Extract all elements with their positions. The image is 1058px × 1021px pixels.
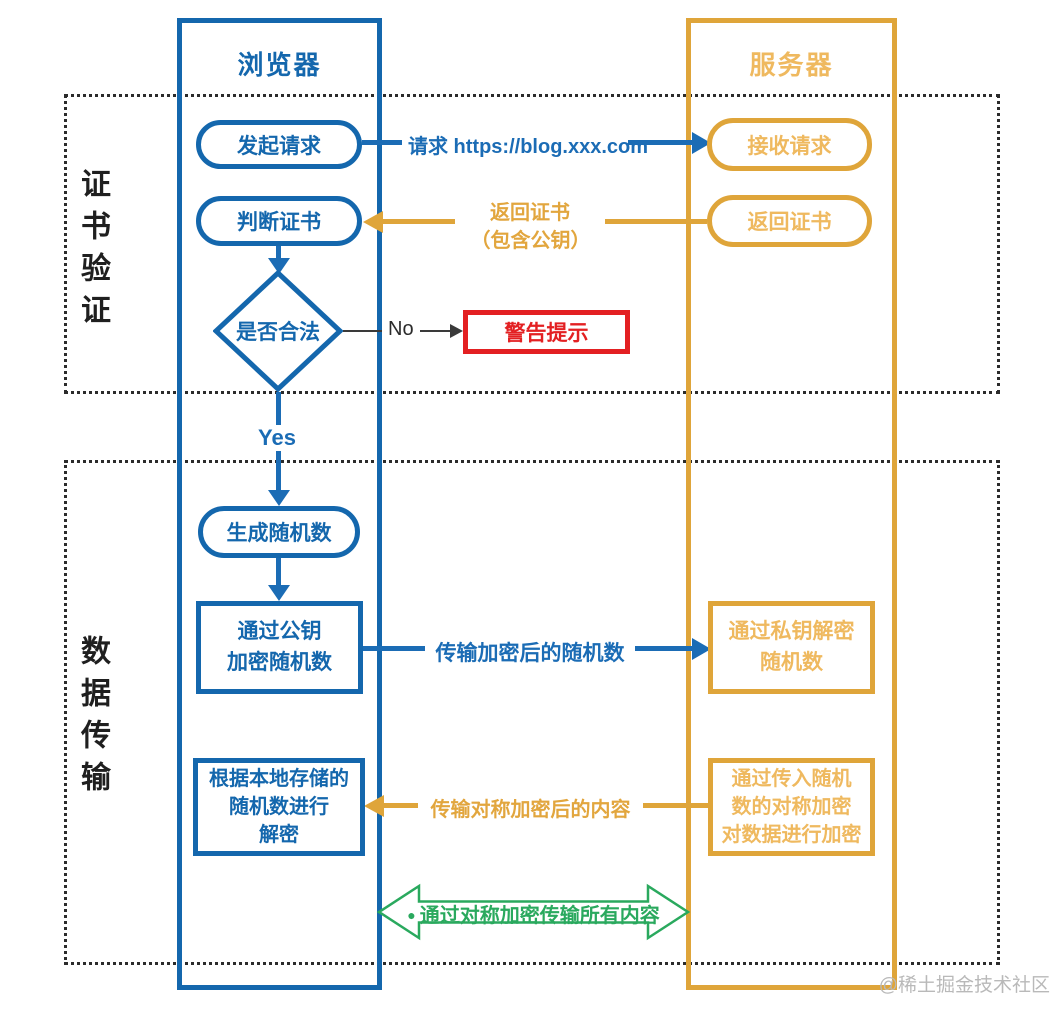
arrowhead-down-icon bbox=[268, 490, 290, 506]
edge-label-symmetric-all: ●通过对称加密传输所有内容 bbox=[376, 899, 691, 928]
edge-label-no: No bbox=[382, 318, 420, 341]
node-warning: 警告提示 bbox=[463, 310, 630, 354]
lane-server: 服务器 bbox=[686, 18, 897, 990]
lane-title-browser: 浏览器 bbox=[237, 50, 322, 80]
edge-label-transmit-symmetric-content: 传输对称加密后的内容 bbox=[418, 793, 643, 822]
edge-label-return-cert-paren: （包含公钥） bbox=[470, 230, 591, 252]
lane-title-server: 服务器 bbox=[749, 50, 834, 80]
watermark: @稀土掘金技术社区 bbox=[878, 975, 1050, 996]
node-is-valid-decision: 是否合法 bbox=[213, 270, 343, 392]
node-generate-random: 生成随机数 bbox=[198, 506, 360, 558]
edge-label-yes: Yes bbox=[252, 425, 302, 451]
arrowhead-left-icon bbox=[364, 795, 384, 817]
phase-label-cert-verification: 证书验证 bbox=[76, 168, 109, 336]
arrowhead-right-icon bbox=[692, 638, 711, 660]
node-judge-cert: 判断证书 bbox=[196, 196, 362, 246]
lane-browser: 浏览器 bbox=[177, 18, 382, 990]
node-return-cert: 返回证书 bbox=[707, 195, 872, 247]
node-encrypt-with-pubkey: 通过公钥 加密随机数 bbox=[196, 601, 363, 694]
arrow-to-diamond-line bbox=[276, 246, 281, 259]
edge-label-request-url: 请求 https://blog.xxx.com bbox=[402, 130, 648, 159]
node-sym-encrypt-data: 通过传入随机 数的对称加密 对数据进行加密 bbox=[708, 758, 875, 856]
arrowhead-down-icon bbox=[268, 258, 290, 274]
arrowhead-left-icon bbox=[363, 211, 383, 233]
arrow-gen-to-encrypt-line bbox=[276, 558, 281, 586]
arrowhead-down-icon bbox=[268, 585, 290, 601]
double-arrow-symmetric-icon bbox=[376, 883, 691, 941]
phase-box-cert-verification bbox=[64, 94, 1000, 394]
phase-label-data-transfer: 数据传输 bbox=[76, 635, 109, 803]
node-initiate-request: 发起请求 bbox=[196, 120, 362, 169]
node-decrypt-with-privkey: 通过私钥解密 随机数 bbox=[708, 601, 875, 694]
node-decrypt-local: 根据本地存储的 随机数进行 解密 bbox=[193, 758, 365, 856]
node-is-valid-label: 是否合法 bbox=[236, 321, 320, 344]
edge-label-symmetric-all-text: 通过对称加密传输所有内容 bbox=[419, 905, 660, 927]
bullet-icon: ● bbox=[407, 907, 416, 923]
edge-label-transmit-encrypted-random: 传输加密后的随机数 bbox=[425, 637, 635, 667]
arrowhead-right-icon bbox=[450, 324, 463, 338]
node-receive-request: 接收请求 bbox=[707, 118, 872, 171]
phase-box-data-transfer bbox=[64, 460, 1000, 965]
arrowhead-right-icon bbox=[692, 132, 711, 154]
edge-label-return-cert: 返回证书 bbox=[455, 196, 605, 225]
